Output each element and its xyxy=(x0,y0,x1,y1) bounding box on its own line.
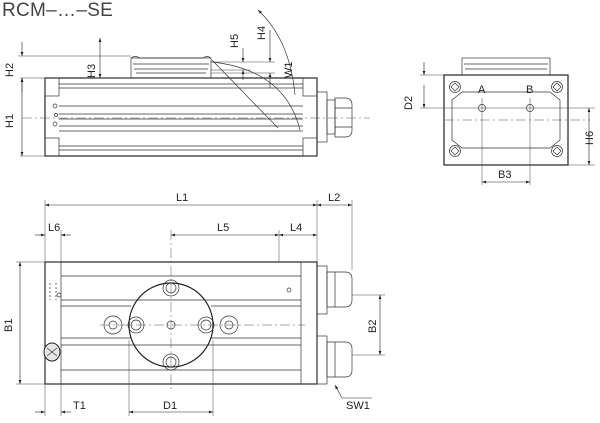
port-B-label: B xyxy=(526,84,533,96)
rotation-arc xyxy=(211,61,301,131)
port-fitting-top-2 xyxy=(316,335,328,385)
dim-label-H6: H6 xyxy=(584,131,596,145)
dim-label-H2: H2 xyxy=(4,63,16,77)
drawing-title: RCM–…–SE xyxy=(2,0,114,21)
dim-label-B2: B2 xyxy=(367,320,379,333)
end-view: A B D2 H6 B3 xyxy=(403,57,596,185)
port-fitting-top-1 xyxy=(316,265,328,315)
dim-label-T1: T1 xyxy=(73,400,86,412)
dim-label-H3: H3 xyxy=(86,64,98,78)
dim-label-L1: L1 xyxy=(176,192,188,204)
dim-label-L2: L2 xyxy=(328,192,340,204)
dim-label-W1: W1 xyxy=(283,62,295,79)
dim-label-B3: B3 xyxy=(498,169,511,181)
dim-label-L4: L4 xyxy=(290,222,302,234)
dim-label-L6: L6 xyxy=(48,222,60,234)
dim-label-H1: H1 xyxy=(4,114,16,128)
dim-label-B1: B1 xyxy=(3,319,15,332)
dim-label-D1: D1 xyxy=(163,400,177,412)
dim-label-SW1: SW1 xyxy=(346,400,370,412)
port-fitting-side xyxy=(316,91,328,143)
dim-label-H4: H4 xyxy=(256,26,268,40)
side-view-body xyxy=(44,77,318,157)
dim-label-H5: H5 xyxy=(229,34,241,48)
dim-label-D2: D2 xyxy=(403,96,415,110)
side-view: H1 H2 H3 H5 H4 W1 xyxy=(4,9,370,157)
port-A-label: A xyxy=(478,84,486,96)
top-view: L1 L2 L6 L5 L4 B1 B2 xyxy=(3,192,385,416)
dim-label-L5: L5 xyxy=(217,222,229,234)
rotary-flange xyxy=(130,57,212,79)
